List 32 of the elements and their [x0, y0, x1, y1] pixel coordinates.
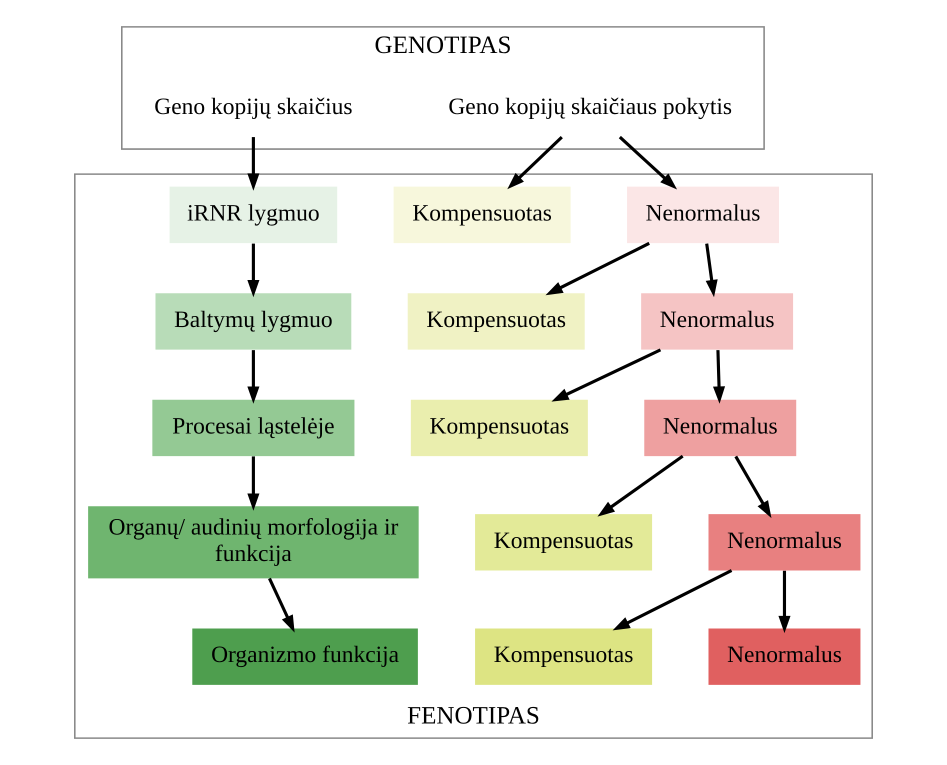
arrow — [713, 350, 726, 404]
arrow — [778, 570, 791, 634]
node-box: Kompensuotas — [475, 514, 652, 570]
node-text: Geno kopijų skaičius — [154, 94, 353, 120]
arrow — [597, 454, 684, 517]
node-box: Nenormalus — [708, 514, 860, 570]
node-box: Baltymų lygmuo — [155, 293, 352, 350]
node-box: Kompensuotas — [410, 400, 588, 456]
node-box: Nenormalus — [708, 628, 860, 685]
arrow — [247, 137, 260, 191]
arrow — [268, 578, 295, 633]
node-box: Organizmo funkcija — [192, 628, 418, 685]
arrow — [551, 348, 662, 402]
arrow — [612, 569, 732, 630]
arrow — [545, 242, 650, 296]
arrow — [247, 456, 260, 511]
arrow — [705, 243, 718, 298]
arrow — [734, 456, 772, 518]
node-box: Kompensuotas — [394, 186, 571, 244]
node-box: Procesai ląstelėje — [152, 400, 354, 456]
node-box: Kompensuotas — [475, 628, 652, 685]
arrow — [618, 136, 678, 190]
node-box: iRNR lygmuo — [170, 186, 338, 244]
node-box: Nenormalus — [627, 186, 779, 244]
arrow — [247, 244, 260, 298]
arrow — [507, 136, 563, 190]
arrow — [247, 350, 260, 404]
node-box: Kompensuotas — [408, 293, 585, 350]
node-box: Organų/ audinių morfologija ir funkcija — [88, 506, 419, 578]
node-text: Geno kopijų skaičiaus pokytis — [448, 94, 732, 120]
node-box: Nenormalus — [641, 293, 794, 350]
node-box: Nenormalus — [644, 400, 796, 456]
